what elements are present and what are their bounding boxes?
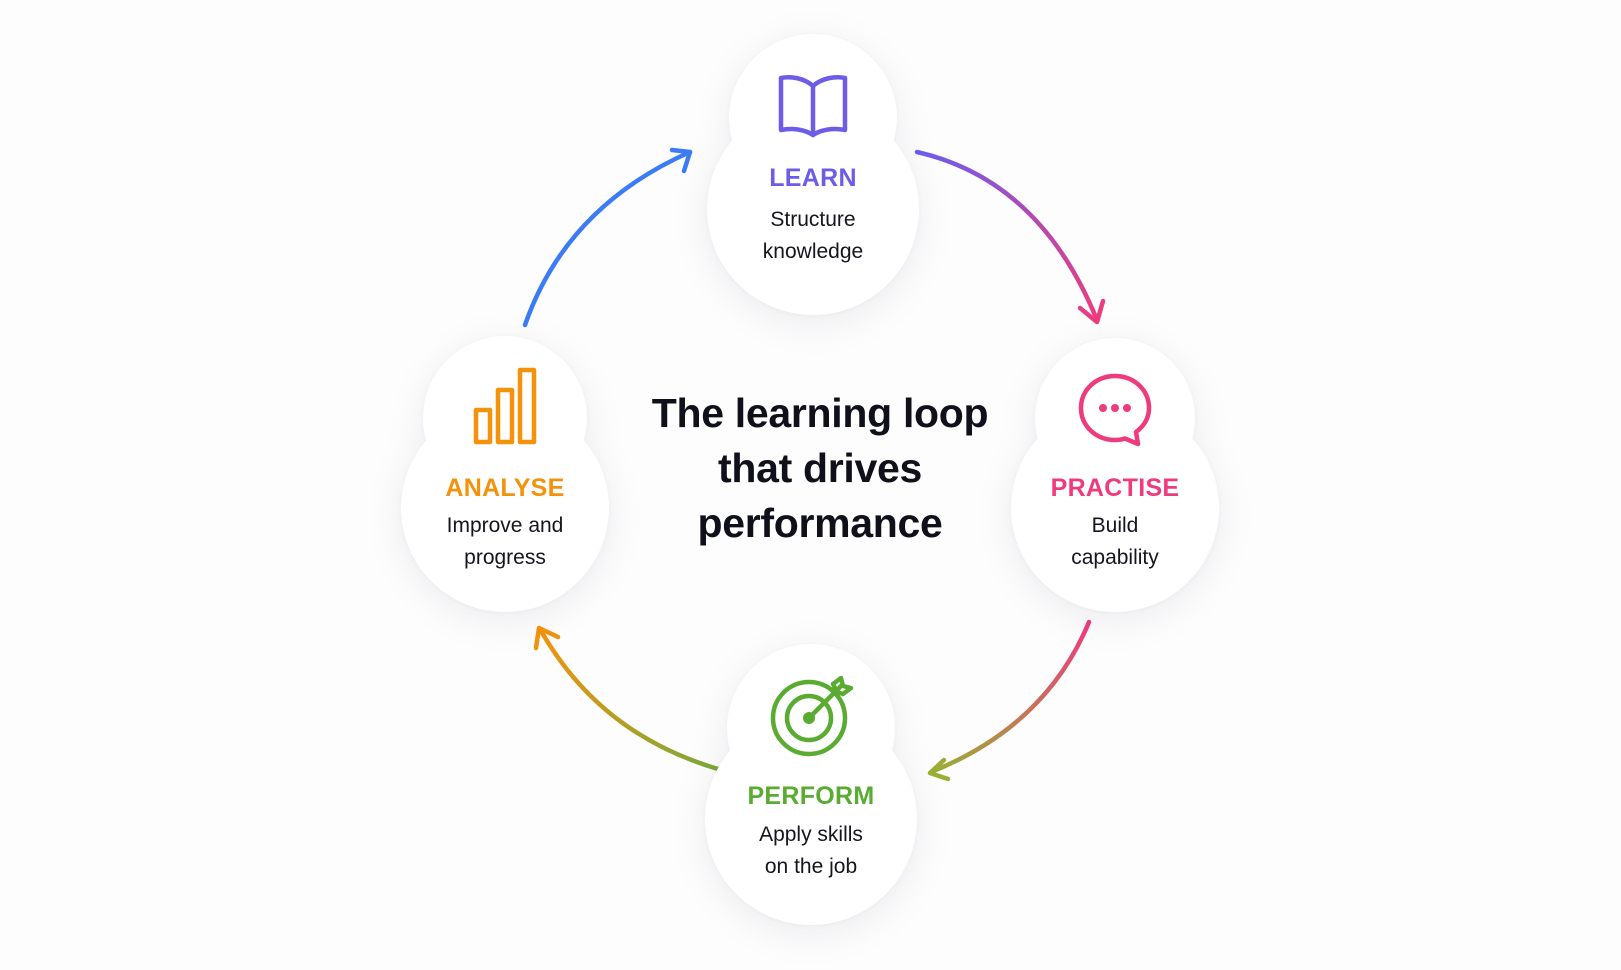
arrow-perform-to-analyse <box>533 625 721 772</box>
target-icon <box>770 675 854 757</box>
perform-description: Apply skills on the job <box>759 823 863 878</box>
arrow-analyse-to-learn <box>522 147 693 328</box>
analyse-title: ANALYSE <box>445 474 565 502</box>
open-book-icon <box>778 75 848 138</box>
analyse-description: Improve and progress <box>446 514 564 569</box>
arrow-learn-to-practise <box>914 149 1106 325</box>
learn-description: Structure knowledge <box>762 208 864 263</box>
perform-title: PERFORM <box>747 782 875 810</box>
practise-description: Build capability <box>1071 514 1159 569</box>
learn-title: LEARN <box>769 164 857 192</box>
practise-title: PRACTISE <box>1050 474 1180 502</box>
chat-bubble-icon <box>1078 373 1152 447</box>
arrow-practise-to-perform <box>927 619 1092 782</box>
bar-chart-icon <box>473 367 537 445</box>
center-title: The learning loop that drives performanc… <box>651 390 989 546</box>
